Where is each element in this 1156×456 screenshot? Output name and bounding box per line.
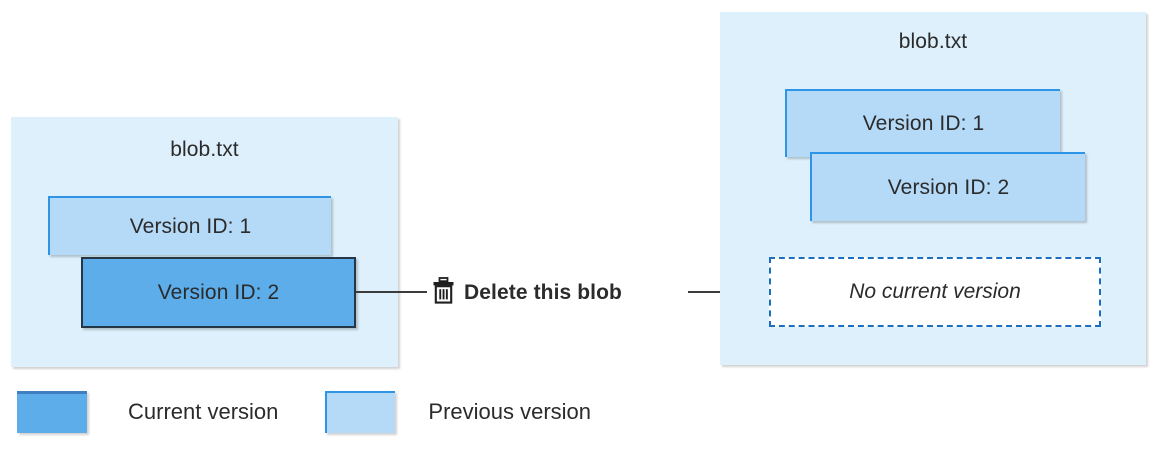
legend-label-previous-version: Previous version [428, 399, 592, 424]
connector-line-left [356, 291, 427, 293]
version-chip-before-2: Version ID: 2 [81, 257, 356, 328]
legend-swatch-previous-version [325, 391, 396, 433]
version-chip-after-1: Version ID: 1 [785, 89, 1060, 157]
legend-item-previous-version: Previous version [325, 391, 591, 433]
trash-icon [432, 276, 455, 310]
delete-blob-action: Delete this blob [432, 272, 622, 314]
blob-name-before: blob.txt [170, 138, 239, 161]
version-chip-before-1: Version ID: 1 [48, 196, 331, 255]
version-chip-after-2: Version ID: 2 [810, 152, 1085, 221]
legend-label-current-version: Current version [128, 399, 279, 424]
legend-item-current-version: Current version [17, 391, 278, 433]
no-current-version-box: No current version [769, 257, 1101, 327]
delete-blob-label: Delete this blob [464, 281, 622, 304]
legend: Current version Previous version [17, 391, 591, 433]
blob-name-after: blob.txt [898, 30, 968, 53]
legend-swatch-current-version [17, 391, 87, 433]
